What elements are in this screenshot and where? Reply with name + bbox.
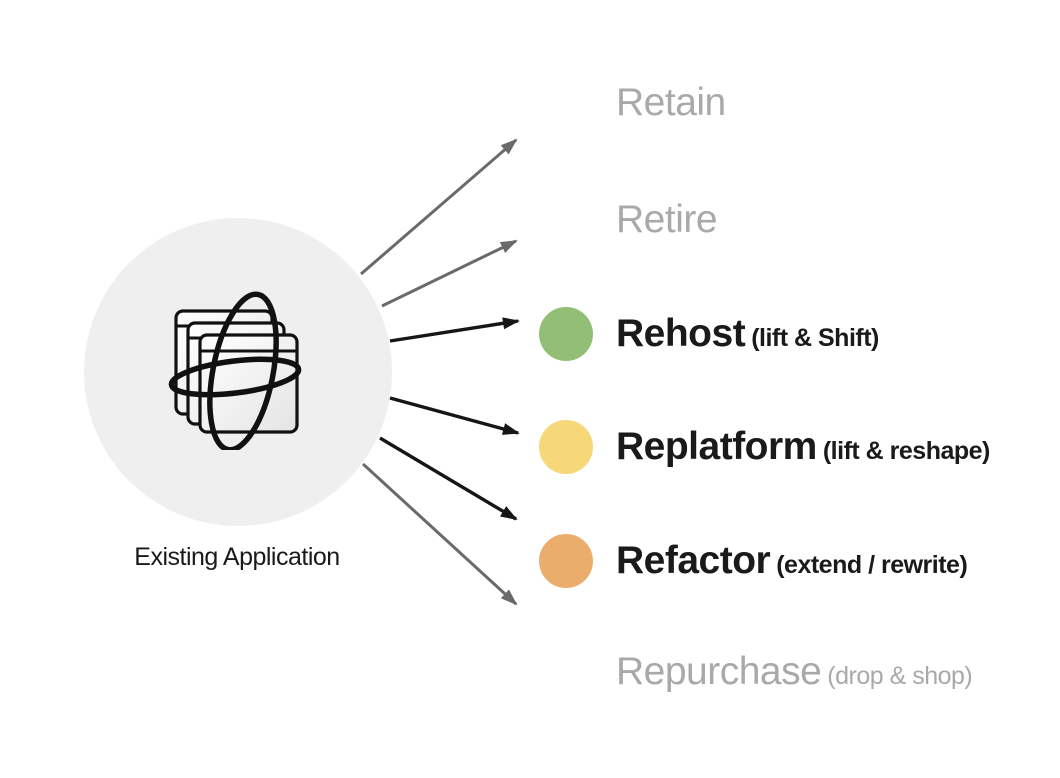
strategy-row-retire: Retire xyxy=(539,193,723,247)
arrow-replatform xyxy=(389,396,519,435)
arrowhead xyxy=(500,506,518,521)
strategy-row-retain: Retain xyxy=(539,76,732,130)
arrowhead xyxy=(500,138,518,155)
strategy-label: Retire xyxy=(616,198,723,242)
strategy-name: Retire xyxy=(616,198,718,241)
strategy-name: Refactor xyxy=(616,539,771,582)
strategy-name: Replatform xyxy=(616,425,817,468)
strategy-row-repurchase: Repurchase(drop & shop) xyxy=(539,645,973,699)
strategy-label: Replatform(lift & reshape) xyxy=(616,425,990,469)
strategy-dot-green xyxy=(539,307,593,361)
arrow-refactor xyxy=(379,436,517,521)
strategy-label: Refactor(extend / rewrite) xyxy=(616,539,968,583)
strategy-dot-orange xyxy=(539,534,593,588)
strategy-sublabel: (extend / rewrite) xyxy=(776,551,968,579)
orbit-flat xyxy=(168,356,302,398)
orbit-steep xyxy=(207,291,279,450)
strategy-name: Retain xyxy=(616,81,726,124)
existing-application-label: Existing Application xyxy=(134,543,340,571)
arrow-retire xyxy=(381,239,517,308)
arrowhead xyxy=(502,317,520,330)
strategy-row-replatform: Replatform(lift & reshape) xyxy=(539,420,990,474)
arrowhead xyxy=(500,589,518,606)
arrow-repurchase xyxy=(361,462,518,606)
strategy-name: Repurchase xyxy=(616,650,822,693)
strategy-label: Repurchase(drop & shop) xyxy=(616,650,973,694)
application-stack-icon xyxy=(168,291,302,450)
arrowhead xyxy=(499,240,518,253)
strategy-sublabel: (lift & Shift) xyxy=(751,324,879,352)
strategy-label: Retain xyxy=(616,81,732,125)
arrow-rehost xyxy=(389,319,519,343)
arrowhead xyxy=(501,423,520,435)
strategy-label: Rehost(lift & Shift) xyxy=(616,312,879,356)
strategy-sublabel: (lift & reshape) xyxy=(822,437,991,465)
arrow-retain xyxy=(360,138,517,276)
strategy-row-refactor: Refactor(extend / rewrite) xyxy=(539,534,968,588)
strategy-sublabel: (drop & shop) xyxy=(827,662,973,690)
strategy-name: Rehost xyxy=(616,312,746,355)
strategy-dot-yellow xyxy=(539,420,593,474)
strategy-row-rehost: Rehost(lift & Shift) xyxy=(539,307,879,361)
